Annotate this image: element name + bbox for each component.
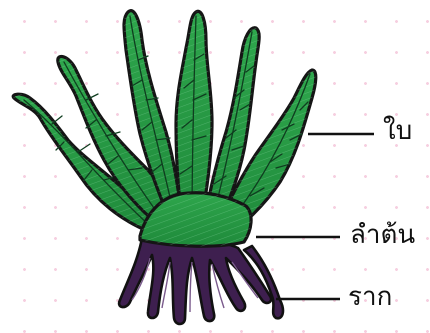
- plant-roots: [119, 237, 283, 324]
- label-leaf: ใบ: [383, 118, 412, 144]
- label-stem: ลำต้น: [350, 222, 415, 248]
- label-root: ราก: [348, 284, 392, 310]
- plant-leaves: [13, 11, 316, 247]
